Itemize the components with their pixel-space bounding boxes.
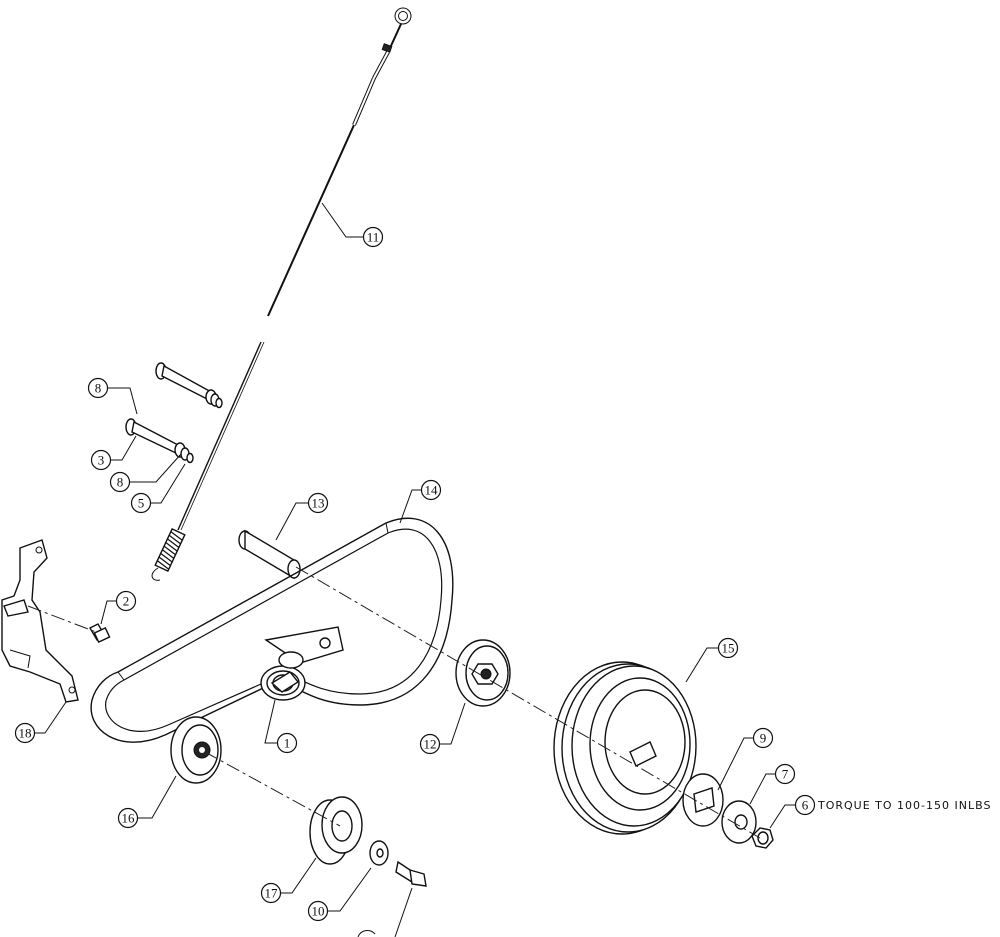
svg-text:5: 5	[138, 496, 145, 511]
svg-text:3: 3	[98, 453, 105, 468]
center-line-main	[295, 566, 761, 839]
callout-10: 10	[307, 900, 329, 922]
svg-text:14: 14	[425, 483, 439, 498]
svg-text:18: 18	[19, 726, 32, 741]
svg-text:7: 7	[782, 767, 789, 782]
svg-text:9: 9	[760, 731, 767, 746]
callout-17: 17	[260, 882, 282, 904]
part-12-idler-pulley	[455, 639, 511, 707]
callout-13: 13	[307, 492, 329, 514]
part-7-washer	[721, 800, 757, 844]
part-18-mounting-bracket	[1, 539, 79, 703]
part-1-idler-arm	[260, 626, 344, 701]
svg-text:8: 8	[95, 381, 102, 396]
svg-text:2: 2	[123, 594, 130, 609]
callout-5: 5	[130, 492, 152, 514]
torque-note: TORQUE TO 100-150 INLBS	[817, 799, 991, 812]
callout-12: 12	[419, 733, 441, 755]
svg-text:12: 12	[424, 737, 437, 752]
callout-8-lower: 8	[109, 471, 131, 493]
part-2-bolt	[89, 623, 111, 643]
callout-16: 16	[117, 807, 139, 829]
svg-text:1: 1	[284, 736, 291, 751]
part-13-spacer-tube	[238, 529, 301, 580]
callout-18: 18	[14, 722, 36, 744]
callout-8-upper: 8	[87, 377, 109, 399]
svg-text:8: 8	[117, 475, 124, 490]
part-15-large-pulley	[553, 661, 697, 835]
callout-14: 14	[420, 479, 442, 501]
part-bolt-lower	[395, 860, 427, 887]
part-9-key-washer	[682, 773, 724, 827]
callout-2: 2	[115, 590, 137, 612]
svg-text:13: 13	[312, 496, 325, 511]
callout-11: 11	[362, 226, 384, 248]
center-line-bracket	[27, 605, 97, 633]
svg-text:15: 15	[722, 641, 735, 656]
callout-3: 3	[90, 449, 112, 471]
callout-1: 1	[276, 732, 298, 754]
part-3-pivot-bolt-upper	[155, 362, 223, 409]
callout-6: 6	[794, 794, 816, 816]
callout-9: 9	[752, 727, 774, 749]
part-11-control-cable	[151, 7, 412, 581]
callout-bubbles: 11 8 3 8 5 13 14 2 18 1 12 15 9 7 6 16 1…	[14, 226, 816, 922]
part-17-flanged-pulley	[309, 796, 363, 865]
svg-text:6: 6	[802, 798, 809, 813]
svg-text:10: 10	[312, 904, 325, 919]
svg-text:16: 16	[122, 811, 136, 826]
svg-text:17: 17	[265, 886, 279, 901]
center-line-lower	[204, 751, 341, 827]
callout-15: 15	[717, 637, 739, 659]
part-10-washer	[369, 840, 389, 866]
callouts	[34, 202, 796, 937]
callout-7: 7	[774, 763, 796, 785]
part-6-nut	[751, 827, 774, 849]
part-3-pivot-bolt	[125, 418, 194, 464]
svg-text:11: 11	[367, 230, 380, 245]
part-16-pulley	[170, 716, 222, 784]
part-14-drive-belt	[90, 517, 454, 743]
